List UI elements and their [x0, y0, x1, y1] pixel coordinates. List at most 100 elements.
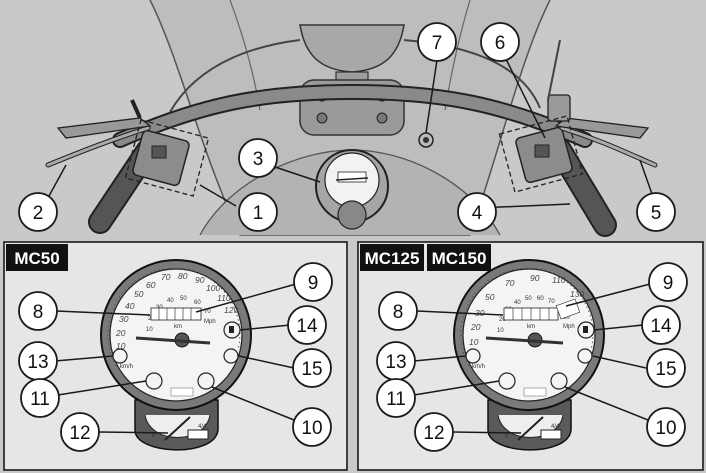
handlebar-illustration	[45, 0, 658, 237]
svg-text:130: 130	[570, 289, 584, 299]
svg-text:90: 90	[563, 315, 570, 321]
svg-text:Mph: Mph	[204, 319, 216, 325]
turn-signal-lamp-left	[112, 348, 128, 364]
svg-text:50: 50	[134, 289, 144, 299]
svg-text:km: km	[527, 324, 535, 330]
svg-text:110: 110	[552, 275, 566, 285]
svg-text:120: 120	[224, 305, 238, 315]
oil-lamp-right	[577, 348, 593, 364]
svg-text:70: 70	[161, 272, 171, 282]
svg-text:10: 10	[469, 337, 479, 347]
high-beam-lamp-left	[145, 372, 163, 390]
svg-text:8: 8	[393, 302, 404, 323]
turn-signal-lamp-right	[465, 348, 481, 364]
panel-left-callouts: 8 9 14 13 15 11 10 12	[18, 262, 333, 452]
panel-label-mc50	[6, 244, 68, 271]
svg-text:40: 40	[167, 298, 174, 304]
svg-text:90: 90	[530, 273, 540, 283]
panel-mc50: MC50 0 4/4 0 10 20 30 40 50 60 70 80 90 …	[3, 241, 348, 471]
svg-text:13: 13	[385, 352, 406, 373]
panel-label-mc125	[360, 244, 424, 271]
svg-text:12: 12	[69, 423, 90, 444]
svg-text:km: km	[174, 324, 182, 330]
svg-text:12: 12	[423, 423, 444, 444]
svg-text:8: 8	[33, 302, 44, 323]
svg-text:30: 30	[475, 308, 485, 318]
neutral-lamp-right	[550, 372, 568, 390]
callout-6: 6	[480, 22, 520, 62]
panel-right-callouts: 8 9 14 13 15 11 10 12	[376, 262, 688, 452]
svg-text:50: 50	[485, 292, 495, 302]
speedo-scale-left: 0 10 20 30 40 50 60 70 80 90 100 110 120	[115, 271, 238, 363]
svg-text:Mph: Mph	[563, 324, 575, 330]
svg-text:1: 1	[253, 203, 264, 224]
svg-text:10: 10	[655, 418, 676, 439]
svg-text:90: 90	[195, 275, 205, 285]
svg-text:9: 9	[308, 273, 319, 294]
right-grip	[515, 39, 658, 237]
left-grip	[45, 99, 190, 234]
svg-text:10: 10	[497, 328, 504, 334]
svg-text:3: 3	[253, 149, 264, 170]
svg-text:11: 11	[30, 389, 50, 410]
svg-text:20: 20	[470, 322, 481, 332]
fuel-gauge-left: 0 4/4	[134, 399, 219, 451]
callout-1: 1	[238, 192, 278, 232]
svg-text:MC50: MC50	[14, 249, 59, 268]
svg-text:9: 9	[663, 273, 674, 294]
svg-text:4: 4	[472, 203, 483, 224]
panel-right-leader-lines	[413, 283, 651, 434]
svg-text:40: 40	[514, 300, 521, 306]
svg-text:2: 2	[33, 203, 44, 224]
svg-text:70: 70	[548, 299, 555, 305]
callout-7: 7	[417, 22, 457, 62]
svg-text:20: 20	[499, 317, 506, 323]
svg-text:70: 70	[505, 278, 515, 288]
svg-text:0: 0	[505, 433, 509, 439]
oil-lamp-left	[223, 348, 239, 364]
svg-text:14: 14	[650, 316, 672, 337]
svg-text:4/4: 4/4	[198, 424, 207, 430]
callout-3: 3	[238, 138, 278, 178]
svg-text:20: 20	[115, 328, 126, 338]
svg-text:km/h: km/h	[472, 364, 485, 370]
svg-text:10: 10	[116, 341, 126, 351]
panel-left-leader-lines	[54, 283, 297, 434]
high-beam-lamp-right	[498, 372, 516, 390]
fuel-gauge-right: 0 4/4	[487, 399, 572, 451]
svg-text:15: 15	[655, 359, 676, 380]
panel-label-mc150	[427, 244, 491, 271]
svg-text:km/h: km/h	[120, 364, 133, 370]
svg-text:40: 40	[125, 301, 135, 311]
callout-4: 4	[457, 192, 497, 232]
neutral-lamp-left	[197, 372, 215, 390]
svg-text:110: 110	[217, 293, 231, 303]
svg-text:4/4: 4/4	[551, 424, 560, 430]
svg-text:15: 15	[301, 359, 322, 380]
svg-text:80: 80	[178, 271, 188, 281]
svg-text:10: 10	[146, 327, 153, 333]
svg-text:60: 60	[537, 296, 544, 302]
svg-text:14: 14	[296, 316, 318, 337]
callout-5: 5	[636, 192, 676, 232]
callout-2: 2	[18, 192, 58, 232]
svg-text:10: 10	[301, 418, 322, 439]
svg-text:5: 5	[651, 203, 662, 224]
svg-text:6: 6	[495, 33, 506, 54]
svg-text:50: 50	[180, 296, 187, 302]
handlebar-leader-lines	[48, 54, 653, 209]
svg-text:50: 50	[525, 296, 532, 302]
svg-text:30: 30	[119, 314, 129, 324]
svg-text:70: 70	[204, 309, 211, 315]
svg-text:100: 100	[206, 283, 220, 293]
svg-text:MC125: MC125	[365, 249, 420, 268]
svg-text:60: 60	[194, 300, 201, 306]
svg-text:0: 0	[152, 433, 156, 439]
svg-text:11: 11	[386, 389, 406, 410]
svg-text:MC150: MC150	[432, 249, 487, 268]
svg-text:60: 60	[146, 280, 156, 290]
svg-text:13: 13	[27, 352, 48, 373]
svg-text:7: 7	[432, 33, 443, 54]
